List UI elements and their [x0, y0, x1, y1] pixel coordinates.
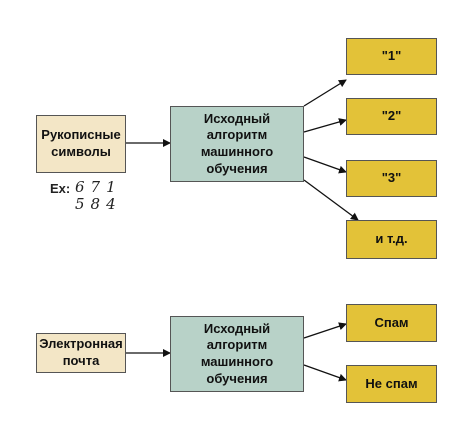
- output-label: и т.д.: [375, 231, 408, 247]
- input-label-line-2: почта: [62, 353, 100, 368]
- example-digits-row-1: 671: [75, 178, 122, 196]
- input-label-line-2: символы: [51, 144, 111, 159]
- algo-line: алгоритм: [206, 127, 268, 143]
- algo-line: машинного: [200, 354, 274, 369]
- arrow-algo-to-output-1: [303, 79, 347, 107]
- output-label: Не спам: [365, 375, 418, 391]
- handwritten-symbols-box: Рукописные символы: [36, 115, 126, 173]
- output-label: "1": [381, 48, 402, 64]
- output-label: "3": [381, 170, 402, 186]
- email-box: Электронная почта: [36, 333, 126, 373]
- arrow-algo-to-not-spam: [303, 364, 347, 382]
- example-digits-row-2: 584: [75, 195, 122, 213]
- arrow-algo-to-output-2: [303, 118, 347, 133]
- input-label-line-1: Электронная: [39, 336, 123, 352]
- arrow-algo-to-spam: [303, 322, 347, 339]
- algo-line: обучения: [206, 160, 268, 176]
- output-box-1: "1": [346, 38, 437, 75]
- algo-line: обучения: [206, 370, 268, 386]
- output-box-3: "3": [346, 160, 437, 197]
- algo-line: машинного: [200, 144, 274, 159]
- output-box-2: "2": [346, 98, 437, 135]
- algo-line: Исходный: [203, 110, 271, 126]
- example-label: Ex:: [50, 181, 71, 196]
- algo-line: Исходный: [203, 320, 271, 336]
- output-label: "2": [381, 108, 402, 124]
- ml-algorithm-box-bottom: Исходный алгоритм машинного обучения: [170, 316, 304, 392]
- output-label: Спам: [374, 314, 409, 330]
- arrow-algo-to-output-3: [303, 156, 347, 174]
- ml-algorithm-box-top: Исходный алгоритм машинного обучения: [170, 106, 304, 182]
- algo-line: алгоритм: [206, 337, 268, 353]
- input-label-line-1: Рукописные: [41, 127, 121, 143]
- spam-output-box: Спам: [346, 304, 437, 342]
- arrow-algo-to-output-4: [303, 179, 359, 221]
- not-spam-output-box: Не спам: [346, 365, 437, 403]
- output-box-etc: и т.д.: [346, 220, 437, 259]
